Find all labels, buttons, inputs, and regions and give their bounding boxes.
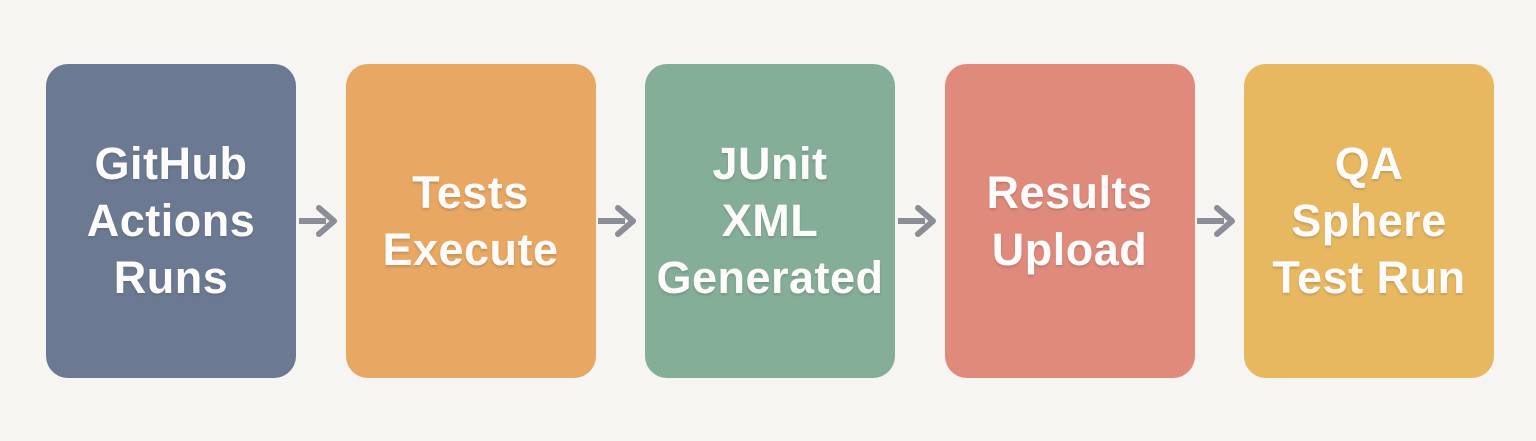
arrow-right-icon xyxy=(897,204,936,237)
flow-node-qa-sphere-test-run: QA Sphere Test Run xyxy=(1244,63,1494,378)
flow-node-tests-execute: Tests Execute xyxy=(345,63,596,378)
node-label-results-upload: Results Upload xyxy=(986,166,1153,275)
flow-arrow-1 xyxy=(296,203,346,239)
node-label-qa-sphere-test-run: QA Sphere Test Run xyxy=(1272,138,1466,303)
node-label-github-actions-runs: GitHub Actions Runs xyxy=(86,138,256,303)
flow-node-github-actions-runs: GitHub Actions Runs xyxy=(46,63,296,378)
flow-arrow-3 xyxy=(895,203,945,239)
arrow-right-icon xyxy=(298,204,337,237)
flow-node-junit-xml-generated: JUnit XML Generated xyxy=(645,63,895,378)
arrow-right-icon xyxy=(1197,204,1236,237)
flow-arrow-2 xyxy=(596,203,646,239)
node-label-tests-execute: Tests Execute xyxy=(382,166,559,275)
node-label-junit-xml-generated: JUnit XML Generated xyxy=(656,138,884,303)
flow-node-results-upload: Results Upload xyxy=(944,63,1195,378)
flow-arrow-4 xyxy=(1195,203,1245,239)
arrow-right-icon xyxy=(598,204,637,237)
